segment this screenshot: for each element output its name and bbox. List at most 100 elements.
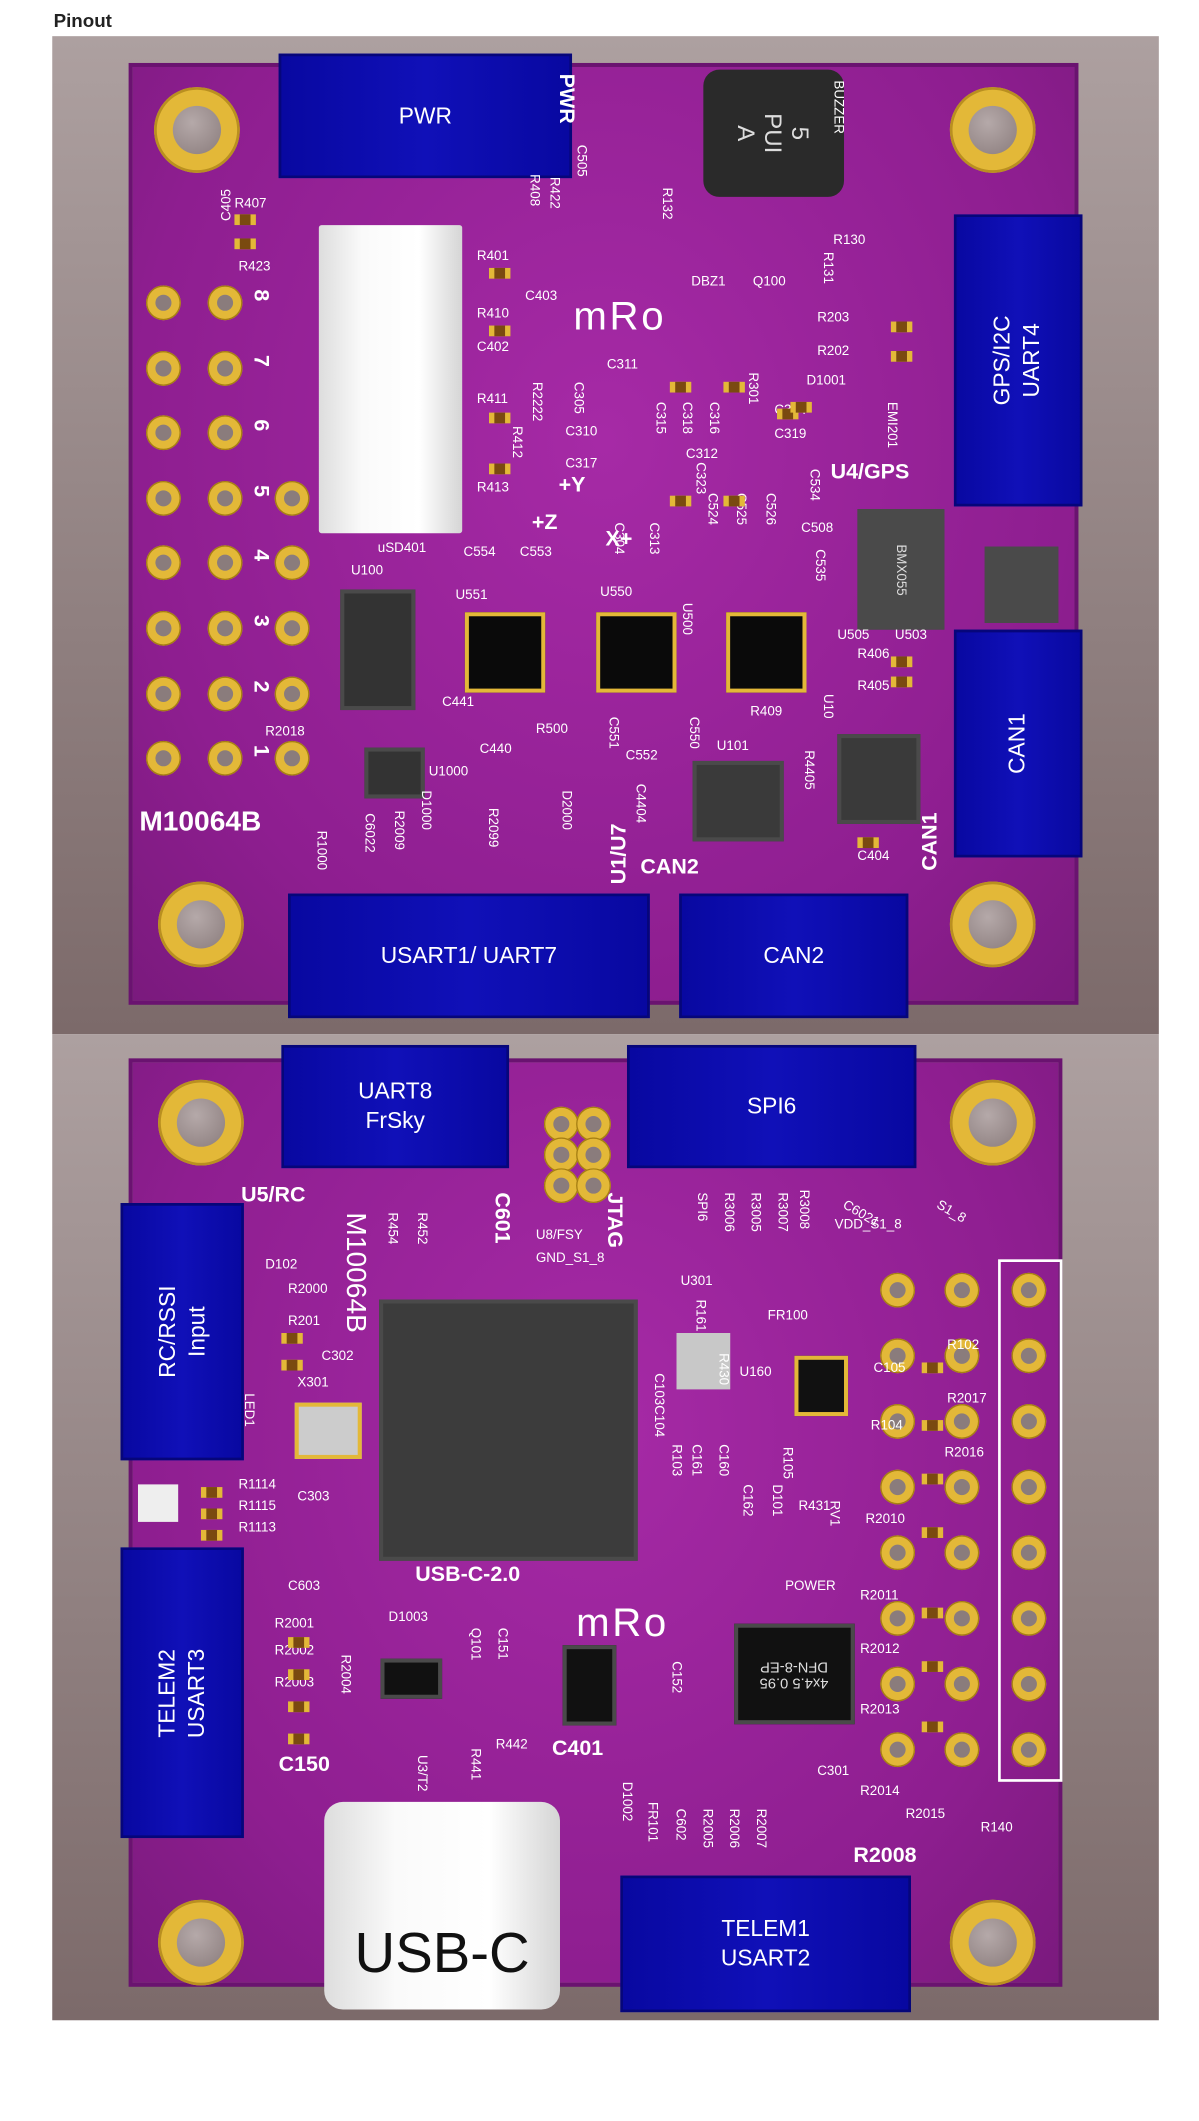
silkscreen-label: U10 <box>819 693 835 719</box>
mounting-hole <box>158 1079 244 1166</box>
header-pin <box>207 480 243 516</box>
silkscreen-label: C524 <box>704 493 720 526</box>
silkscreen-label: C535 <box>811 549 827 582</box>
header-pin <box>1011 1732 1047 1768</box>
can1-connector: CAN1 <box>953 629 1083 858</box>
silkscreen-label: R401 <box>476 249 509 264</box>
silkscreen-label: R131 <box>819 251 835 284</box>
smd-component <box>890 676 913 688</box>
chip-u160 <box>676 1333 731 1390</box>
silkscreen-label: R2010 <box>865 1512 905 1528</box>
smd-component <box>288 1701 310 1713</box>
silkscreen-label: R410 <box>476 306 509 322</box>
header-pin-number: 2 <box>249 680 272 692</box>
silkscreen-label: U500 <box>679 602 694 635</box>
smd-component <box>921 1362 944 1374</box>
header-pin <box>880 1732 916 1768</box>
mounting-hole <box>154 87 240 173</box>
header-pin <box>274 480 310 516</box>
silkscreen-label: Q100 <box>752 274 786 290</box>
smd-component <box>857 837 879 849</box>
usart1-uart7-connector: USART1/ UART7 <box>288 893 650 1019</box>
silkscreen-label: R103 <box>668 1444 684 1477</box>
chip-u500 <box>726 612 807 693</box>
section-heading: Pinout <box>53 9 112 31</box>
header-pin-number: 8 <box>249 289 272 302</box>
silkscreen-label: R413 <box>476 480 509 496</box>
silkscreen-label: Q101 <box>467 1627 483 1661</box>
smd-component <box>281 1359 303 1371</box>
header-pin <box>944 1535 980 1571</box>
silkscreen-label: C550 <box>685 716 701 749</box>
silkscreen-label: C310 <box>565 424 598 440</box>
silkscreen-label: C4404 <box>632 783 648 824</box>
silkscreen-label: U160 <box>739 1365 772 1380</box>
silkscreen-label: R2000 <box>288 1282 328 1297</box>
header-pin <box>576 1106 611 1142</box>
silkscreen-label: U503 <box>894 628 927 644</box>
silkscreen-label: C405 <box>219 189 235 222</box>
header-pin <box>880 1535 916 1571</box>
header-pin <box>146 676 181 711</box>
silkscreen-label: C316 <box>706 401 721 434</box>
silkscreen-label: BUZZER <box>830 80 846 134</box>
silkscreen-label: USB-C-2.0 <box>415 1563 521 1587</box>
header-pin-number: 4 <box>249 549 272 562</box>
silkscreen-label: R454 <box>384 1212 400 1245</box>
silkscreen-label: R2001 <box>274 1617 315 1632</box>
header-pin <box>1011 1600 1047 1636</box>
header-pin <box>207 415 243 451</box>
header-pin <box>207 610 243 646</box>
silkscreen-label: U1000 <box>428 764 469 780</box>
silkscreen-label: D1000 <box>417 790 433 830</box>
silkscreen-label: +Y <box>558 474 586 498</box>
silkscreen-label: C152 <box>668 1661 684 1694</box>
silkscreen-label: R442 <box>495 1737 528 1753</box>
mounting-hole <box>158 1899 244 1986</box>
silkscreen-label: C401 <box>551 1737 604 1761</box>
silkscreen-label: R2007 <box>752 1808 768 1849</box>
silkscreen-label: R2011 <box>860 1588 899 1604</box>
header-pin <box>576 1137 611 1173</box>
connector-label: CAN1 <box>1004 713 1031 774</box>
header-pin <box>207 741 243 776</box>
header-pin <box>146 545 181 581</box>
silkscreen-label: R441 <box>467 1748 483 1781</box>
silkscreen-label: R500 <box>535 722 568 737</box>
smd-component <box>669 495 692 507</box>
silkscreen-label: U301 <box>680 1274 713 1289</box>
header-pin <box>944 1272 980 1308</box>
silkscreen-label: C403 <box>525 289 558 305</box>
chip-bmx055: BMX055 <box>857 509 945 630</box>
silkscreen-label: R452 <box>413 1212 429 1245</box>
silkscreen-label: R408 <box>526 174 542 207</box>
pwr-connector: PWR <box>278 53 573 179</box>
silkscreen-label: C161 <box>688 1444 704 1477</box>
silkscreen-label: R105 <box>779 1446 795 1479</box>
power-led <box>137 1484 179 1522</box>
silkscreen-label: LED1 <box>241 1393 256 1427</box>
silkscreen-label: C534 <box>806 468 822 501</box>
silkscreen-label: R2222 <box>529 381 544 422</box>
smd-component <box>921 1607 944 1619</box>
silkscreen-label: R2012 <box>860 1642 900 1658</box>
silkscreen-label: C151 <box>494 1627 510 1660</box>
silkscreen-label: C305 <box>570 381 586 414</box>
mounting-hole <box>158 881 244 968</box>
smd-component <box>234 214 256 226</box>
silkscreen-label: C312 <box>685 447 718 463</box>
silkscreen-label: R1115 <box>238 1499 276 1514</box>
silkscreen-label: C553 <box>519 545 552 560</box>
silkscreen-label: C602 <box>672 1808 688 1841</box>
usb-c-port: USB-C <box>324 1801 560 2010</box>
silkscreen-label: C301 <box>817 1764 850 1780</box>
silkscreen-label: R202 <box>817 344 850 360</box>
header-pin <box>880 1600 916 1636</box>
header-pin <box>146 480 181 516</box>
smd-component <box>488 412 511 424</box>
silkscreen-label: EMI201 <box>884 401 899 449</box>
